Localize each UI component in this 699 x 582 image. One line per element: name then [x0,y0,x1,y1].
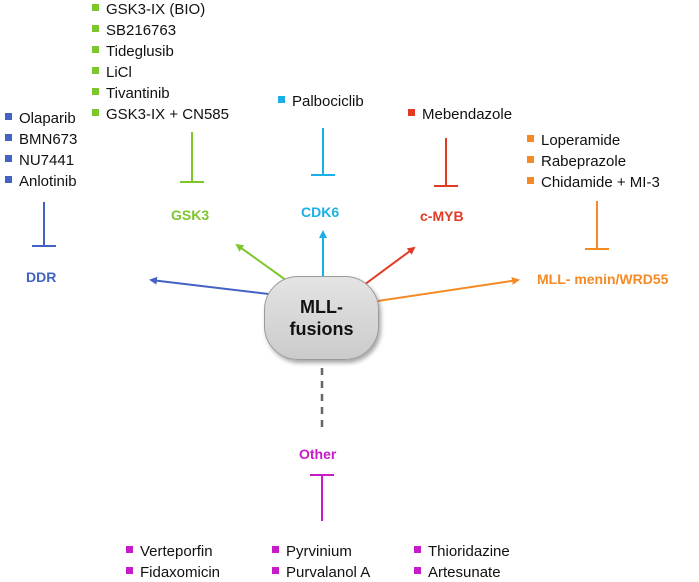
bullet-marker [126,567,133,574]
bullet-marker [92,25,99,32]
bullet-marker [92,88,99,95]
drug-item: Pyrvinium [272,543,352,560]
bullet-marker [408,109,415,116]
target-cmyb: c-MYB [420,208,464,224]
drug-item: GSK3-IX + CN585 [92,106,229,123]
drug-item: Mebendazole [408,106,512,123]
target-mll-menin: MLL- menin/WRD55 [537,271,669,287]
bullet-marker [527,156,534,163]
bullet-marker [126,546,133,553]
bullet-marker [5,134,12,141]
drug-item: NU7441 [5,152,74,169]
inhibition-ddr [32,202,56,247]
bullet-marker [92,4,99,11]
drug-item: Olaparib [5,110,76,127]
drug-item: BMN673 [5,131,77,148]
target-cdk6: CDK6 [301,204,340,220]
drug-item: Verteporfin [126,543,213,560]
drug-item: Tivantinib [92,85,170,102]
bullet-marker [92,109,99,116]
inhibition-cdk6 [311,128,335,176]
bullet-marker [414,567,421,574]
drug-item: Fidaxomicin [126,564,220,581]
bullet-marker [272,567,279,574]
target-gsk3: GSK3 [171,207,210,223]
bullet-marker [5,176,12,183]
bullet-marker [92,67,99,74]
bullet-marker [527,177,534,184]
bullet-marker [414,546,421,553]
drug-item: Anlotinib [5,173,77,190]
drug-item: Chidamide + MI-3 [527,174,660,191]
arrow-to-gsk3 [235,243,291,284]
bullet-marker [527,135,534,142]
target-other: Other [299,446,337,462]
bullet-marker [272,546,279,553]
inhibition-mll-menin [585,201,609,250]
drug-item: LiCl [92,64,132,81]
bullet-marker [278,96,285,103]
drug-item: GSK3-IX (BIO) [92,1,205,18]
bullet-marker [5,155,12,162]
bullet-marker [5,113,12,120]
drug-item: Loperamide [527,132,620,149]
drug-item: Rabeprazole [527,153,626,170]
drug-item: SB216763 [92,22,176,39]
inhibition-gsk3 [180,132,204,183]
arrow-to-ddr [149,276,286,297]
drug-item: Thioridazine [414,543,510,560]
drug-item: Tideglusib [92,43,174,60]
drug-item: Palbociclib [278,93,364,110]
drug-item: Artesunate [414,564,501,581]
inhibition-cmyb [434,138,458,187]
bullet-marker [92,46,99,53]
hub-line-1: MLL- [300,297,343,317]
drug-item: Purvalanol A [272,564,370,581]
target-ddr: DDR [26,269,57,285]
hub-line-2: fusions [289,319,354,339]
mll-fusions-hub: MLL- fusions [264,276,379,360]
arrow-to-mll-menin [377,276,520,302]
arrow-to-cmyb [363,246,416,286]
inhibition-other [310,474,334,521]
